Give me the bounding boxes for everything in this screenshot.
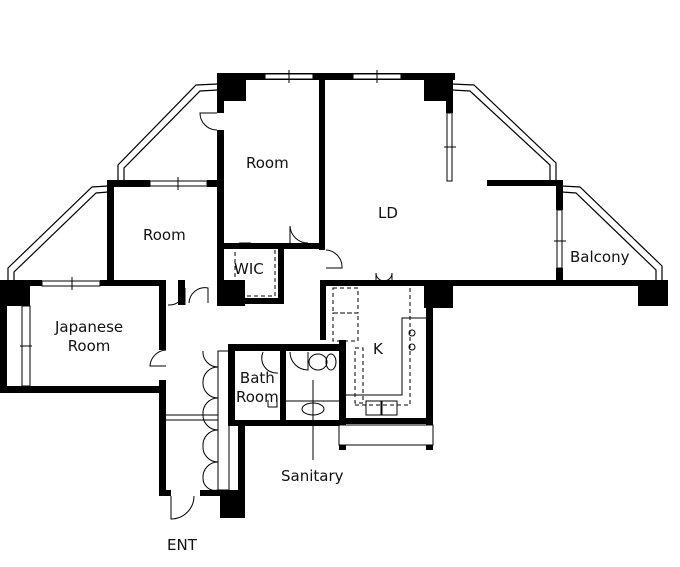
counter (267, 317, 426, 460)
kitchen-label: K (373, 340, 383, 358)
bath-room-line1: Bath (239, 369, 275, 387)
bath-room-label: Bath Room (236, 369, 279, 407)
doors (149, 112, 393, 520)
japanese-room-line1: Japanese (55, 318, 124, 336)
closet-doors (166, 350, 230, 491)
walls (0, 73, 668, 518)
balcony-label: Balcony (570, 248, 630, 266)
window-ticks (20, 70, 566, 347)
sanitary-label: Sanitary (281, 467, 344, 485)
bath-room-line2: Room (236, 388, 279, 406)
japanese-room-label: Japanese Room (55, 318, 123, 356)
room-lower-label: Room (143, 226, 186, 244)
entrance-label: ENT (167, 536, 197, 554)
wic-label: WIC (234, 260, 264, 278)
balcony-railings (7, 83, 663, 283)
kitchen-fixtures (234, 247, 411, 406)
room-upper-label: Room (246, 154, 289, 172)
ld-label: LD (378, 204, 398, 222)
japanese-room-line2: Room (67, 337, 111, 355)
